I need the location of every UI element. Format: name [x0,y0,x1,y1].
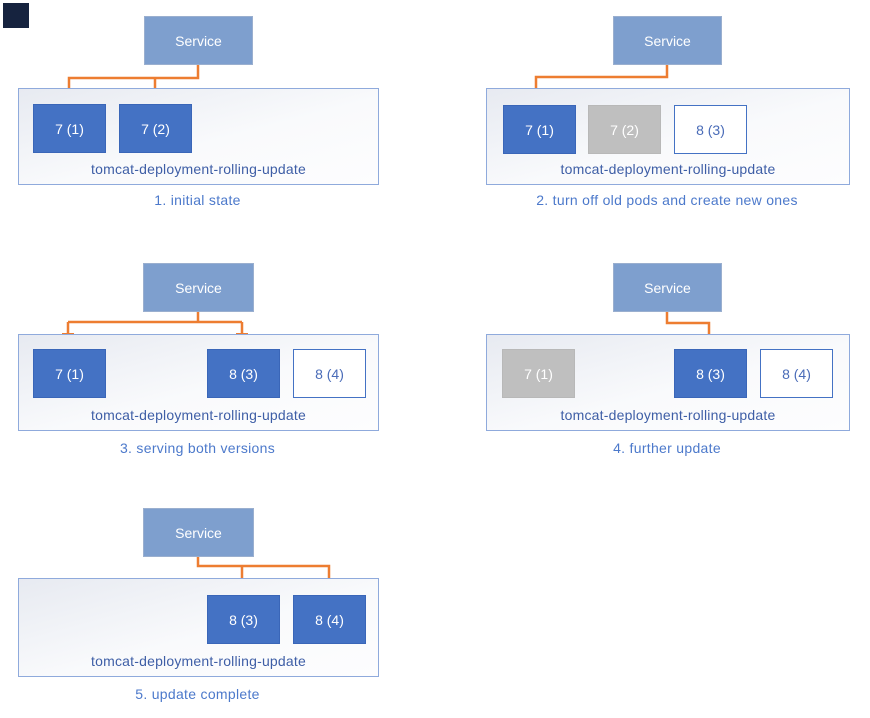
pod-label: 8 (3) [696,365,725,382]
pod-label: 7 (1) [525,121,554,138]
deployment-box-3: 7 (1) 8 (3) 8 (4) tomcat-deployment-roll… [18,334,379,431]
service-box-3: Service [143,263,254,312]
service-box-2: Service [613,16,722,65]
pod-8-4: 8 (4) [293,595,366,644]
deployment-label: tomcat-deployment-rolling-update [560,407,776,423]
deployment-box-4: 7 (1) 8 (3) 8 (4) tomcat-deployment-roll… [486,334,850,431]
deployment-label: tomcat-deployment-rolling-update [91,161,306,177]
pod-label: 8 (4) [315,365,344,382]
corner-artifact [3,3,29,28]
service-box-5: Service [143,508,254,557]
panel-caption-2: 2. turn off old pods and create new ones [536,192,798,208]
deployment-label: tomcat-deployment-rolling-update [91,653,306,669]
pod-7-1: 7 (1) [503,105,576,154]
pod-label: 7 (1) [55,365,84,382]
pod-7-1: 7 (1) [33,104,106,153]
pod-8-3: 8 (3) [207,595,280,644]
deployment-label: tomcat-deployment-rolling-update [560,161,776,177]
deployment-box-2: 7 (1) 7 (2) 8 (3) tomcat-deployment-roll… [486,88,850,185]
pod-label: 8 (4) [782,365,811,382]
pod-label: 8 (3) [229,365,258,382]
pod-label: 7 (1) [55,120,84,137]
service-label: Service [175,32,222,49]
service-label: Service [175,279,222,296]
pod-7-1: 7 (1) [33,349,106,398]
panel-caption-1: 1. initial state [154,192,241,208]
pod-8-3: 8 (3) [207,349,280,398]
pod-label: 7 (2) [141,120,170,137]
pod-7-2: 7 (2) [119,104,192,153]
service-label: Service [644,32,691,49]
pod-label: 8 (3) [229,611,258,628]
service-label: Service [644,279,691,296]
service-label: Service [175,524,222,541]
deployment-box-1: 7 (1) 7 (2) tomcat-deployment-rolling-up… [18,88,379,185]
pod-8-3: 8 (3) [674,349,747,398]
deployment-label: tomcat-deployment-rolling-update [91,407,306,423]
pod-label: 8 (4) [315,611,344,628]
pod-8-4: 8 (4) [760,349,833,398]
pod-7-1: 7 (1) [502,349,575,398]
pod-8-3: 8 (3) [674,105,747,154]
panel-caption-5: 5. update complete [135,686,260,702]
pod-7-2: 7 (2) [588,105,661,154]
panel-caption-3: 3. serving both versions [119,440,276,456]
pod-label: 8 (3) [696,121,725,138]
pod-label: 7 (2) [610,121,639,138]
deployment-box-5: 8 (3) 8 (4) tomcat-deployment-rolling-up… [18,578,379,677]
service-box-4: Service [613,263,722,312]
service-box-1: Service [144,16,253,65]
panel-caption-4: 4. further update [613,440,721,456]
pod-label: 7 (1) [524,365,553,382]
pod-8-4: 8 (4) [293,349,366,398]
